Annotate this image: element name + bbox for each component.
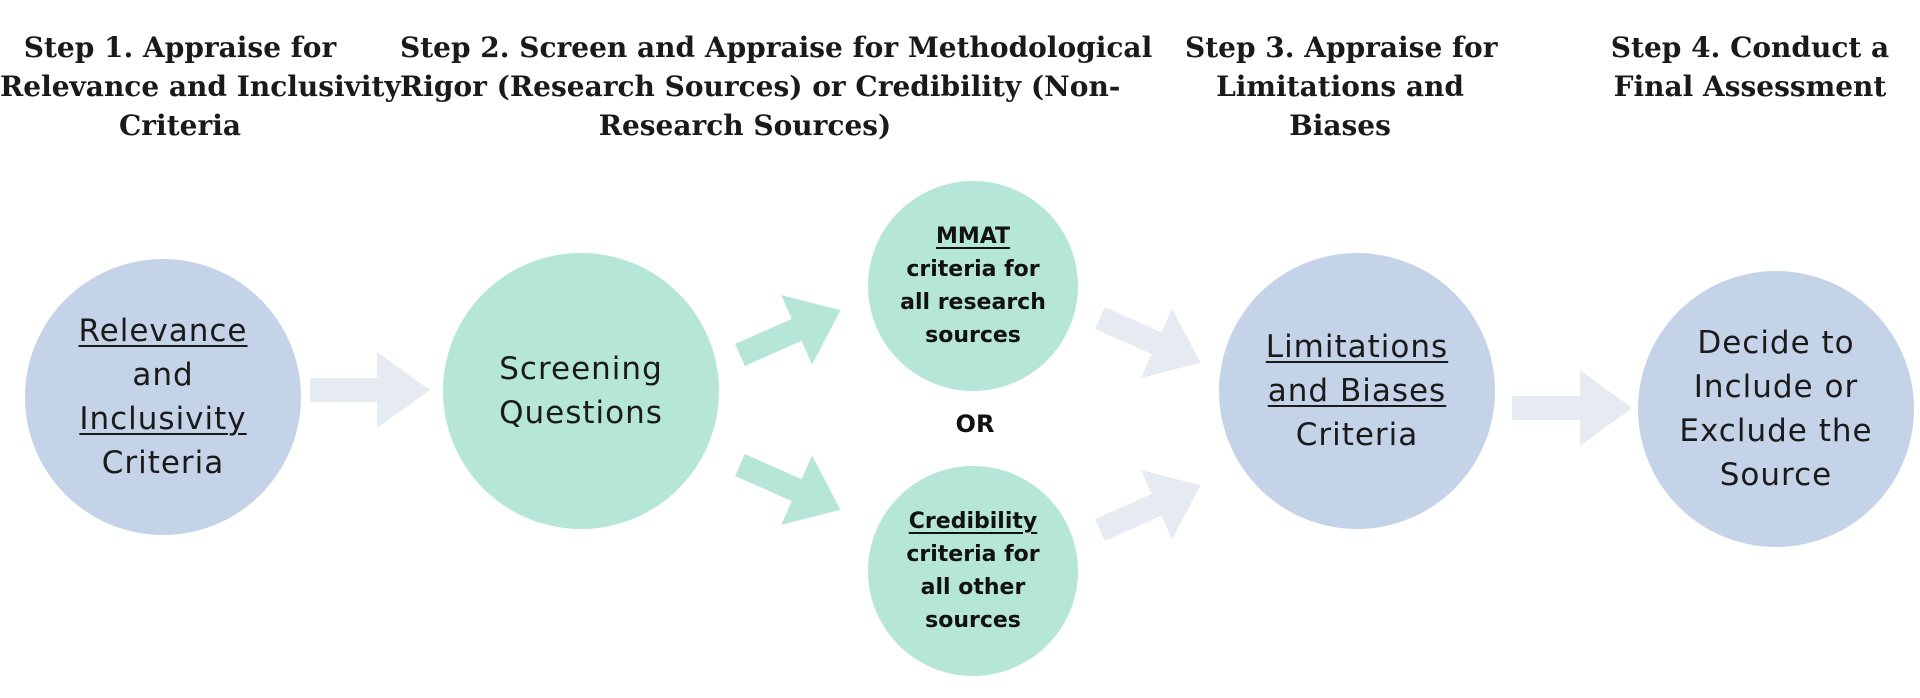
limitations-label: Limitations	[1265, 329, 1449, 365]
mmat-text-line: all research	[900, 290, 1046, 315]
step2-heading-line: Research Sources)	[598, 109, 892, 142]
credibility-node: Credibility criteria for all other sourc…	[868, 466, 1078, 676]
step4-heading-line: Final Assessment	[1613, 70, 1887, 103]
inclusivity-label: Inclusivity	[79, 401, 247, 437]
arrow-up-right-icon	[735, 295, 841, 366]
decide-node: Decide to Include or Exclude the Source	[1638, 271, 1914, 547]
step2-heading-line: Step 2. Screen and Appraise for Methodol…	[400, 31, 1153, 64]
screening-label: Screening	[499, 351, 663, 387]
step1-heading: Step 1. Appraise for Relevance and Inclu…	[0, 28, 401, 145]
arrow-down-right-icon	[735, 454, 841, 525]
step3-heading-line: Step 3. Appraise for	[1185, 31, 1498, 64]
mmat-label: MMAT	[935, 224, 1011, 249]
relevance-node: Relevance and Inclusivity Criteria	[25, 259, 301, 535]
screening-node: Screening Questions	[443, 253, 719, 529]
biases-label: and Biases	[1267, 373, 1447, 409]
step1-heading-line: Relevance and Inclusivity	[0, 70, 401, 103]
credibility-text-line: sources	[925, 608, 1021, 633]
credibility-label: Credibility	[908, 509, 1038, 534]
credibility-text-line: all other	[920, 575, 1026, 600]
arrow-up-right-icon	[1095, 470, 1201, 541]
or-label: OR	[955, 410, 995, 438]
step3-heading-line: Limitations and	[1216, 70, 1464, 103]
step3-heading-line: Biases	[1289, 109, 1391, 142]
credibility-text-line: criteria for	[906, 542, 1040, 567]
step2-heading-line: Rigor (Research Sources) or Credibility …	[400, 70, 1121, 103]
mmat-node: MMAT criteria for all research sources	[868, 181, 1078, 391]
step4-heading-line: Step 4. Conduct a	[1610, 31, 1890, 64]
step2-heading: Step 2. Screen and Appraise for Methodol…	[400, 28, 1153, 145]
mmat-text-line: criteria for	[906, 257, 1040, 282]
arrow-right-icon	[1512, 370, 1632, 446]
step1-heading-line: Criteria	[119, 109, 241, 142]
limitations-node: Limitations and Biases Criteria	[1219, 253, 1495, 529]
mmat-text-line: sources	[925, 323, 1021, 348]
decide-text-line: Decide to	[1697, 325, 1855, 361]
relevance-connector: and	[132, 357, 194, 393]
step1-heading-line: Step 1. Appraise for	[23, 31, 337, 64]
step3-heading: Step 3. Appraise for Limitations and Bia…	[1185, 28, 1498, 145]
step4-heading: Step 4. Conduct a Final Assessment	[1595, 28, 1905, 106]
questions-label: Questions	[499, 395, 663, 431]
decide-text-line: Source	[1719, 457, 1833, 493]
relevance-label: Relevance	[78, 313, 248, 349]
arrow-right-icon	[310, 352, 430, 428]
criteria-label: Criteria	[101, 445, 225, 481]
arrow-down-right-icon	[1095, 307, 1201, 378]
decide-text-line: Exclude the	[1679, 413, 1873, 449]
criteria-label: Criteria	[1295, 417, 1419, 453]
decide-text-line: Include or	[1693, 369, 1859, 405]
